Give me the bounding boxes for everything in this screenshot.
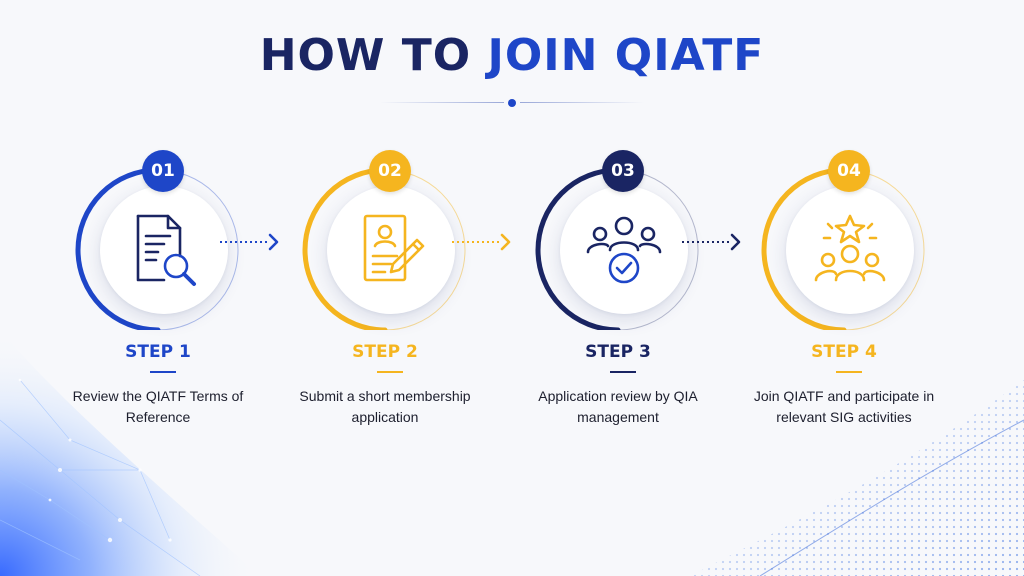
step-label-underline	[377, 371, 403, 373]
arrow-right-icon	[452, 233, 511, 251]
divider-line-right	[520, 102, 644, 103]
step-ring	[75, 167, 239, 330]
step-number-badge: 01	[142, 150, 184, 192]
step-label-underline	[150, 371, 176, 373]
step-description: Submit a short membership application	[299, 388, 471, 425]
step-icon-circle	[100, 186, 228, 314]
step-icon-circle	[327, 186, 455, 314]
team-approval-icon	[586, 216, 662, 284]
step-1: 01 STEP 1 Review the QIATF Terms of Refe…	[58, 150, 258, 460]
title-part-2: JOIN QIATF	[487, 30, 765, 81]
step-ring	[302, 167, 466, 330]
step-description: Join QIATF and participate in relevant S…	[753, 388, 935, 425]
step-ring	[535, 167, 699, 330]
right-dot-wave	[690, 380, 1024, 576]
step-ring	[761, 167, 925, 330]
step-description: Review the QIATF Terms of Reference	[72, 388, 244, 425]
document-search-icon	[136, 214, 196, 286]
left-network-glow	[0, 330, 260, 576]
right-wave-line	[759, 419, 1024, 576]
step-number-badge: 02	[369, 150, 411, 192]
step-label: STEP 1	[125, 342, 191, 362]
step-number-badge: 03	[602, 150, 644, 192]
step-label: STEP 4	[811, 342, 877, 362]
application-form-pen-icon	[363, 214, 425, 282]
page-title: HOW TO JOIN QIATF	[0, 28, 1024, 84]
step-label-underline	[610, 371, 636, 373]
arrow-right-icon	[220, 233, 279, 251]
step-icon-circle	[560, 186, 688, 314]
step-description: Application review by QIA management	[538, 388, 698, 425]
team-star-icon	[814, 214, 886, 282]
step-2: 02 STEP 2 Submit a short membership appl…	[285, 150, 485, 460]
step-3: 03 STEP 3 Application review by QIA mana…	[518, 150, 718, 460]
step-4: 04 STEP 4 Join QIATF and participate in …	[744, 150, 944, 460]
step-icon-circle	[786, 186, 914, 314]
step-label: STEP 3	[585, 342, 651, 362]
title-divider	[380, 96, 644, 110]
step-label-underline	[836, 371, 862, 373]
divider-line-left	[380, 102, 504, 103]
divider-dot	[508, 99, 516, 107]
title-part-1: HOW TO	[259, 30, 488, 81]
step-number-badge: 04	[828, 150, 870, 192]
arrow-right-icon	[682, 233, 741, 251]
network-nodes	[18, 378, 172, 543]
step-label: STEP 2	[352, 342, 418, 362]
